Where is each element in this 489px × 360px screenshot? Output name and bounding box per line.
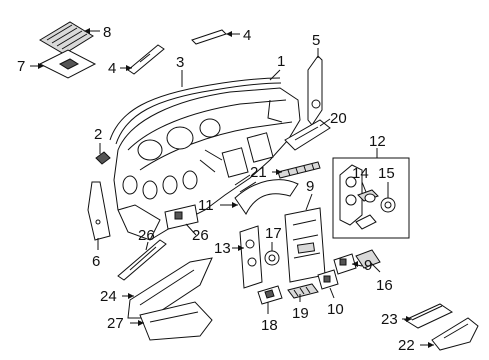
callout-18: 17	[265, 225, 282, 242]
callout-3: 3	[176, 54, 184, 71]
callout-17: 16	[376, 277, 393, 294]
part-13-bezel	[339, 164, 377, 230]
parts-artwork	[38, 21, 479, 351]
callout-9: 9	[306, 178, 314, 195]
leader-lines	[30, 28, 434, 348]
callout-28: 27	[107, 315, 124, 332]
callout-10: 9	[364, 257, 372, 274]
part-13-group-box	[332, 157, 410, 239]
part-26-rail	[117, 239, 167, 281]
part-18-knob	[264, 250, 280, 266]
callout-26: 26	[138, 227, 155, 244]
part-6-side-cover	[87, 181, 111, 241]
part-24-tray	[403, 303, 454, 329]
callout-20: 19	[292, 305, 309, 322]
part-12-bezel	[234, 179, 299, 215]
callout-19: 18	[261, 317, 278, 334]
part-4-left-bracket	[127, 44, 165, 75]
part-14-bezel	[239, 225, 263, 289]
callout-25: 24	[100, 288, 117, 305]
part-19-switch	[257, 285, 283, 305]
part-16-knob	[380, 197, 396, 213]
part-27-bracket	[164, 204, 199, 230]
part-20-grille	[287, 283, 319, 299]
callout-1: 1	[277, 53, 285, 70]
part-23-box	[431, 317, 479, 351]
part-2-clip	[95, 151, 111, 165]
callout-12: 11	[198, 197, 214, 214]
part-22-strip	[277, 161, 321, 179]
callout-13: 12	[369, 133, 386, 150]
callout-21: 20	[330, 110, 347, 127]
callout-14: 13	[214, 240, 231, 257]
part-25-glove-box	[127, 257, 213, 319]
part-5-side-cover	[307, 55, 323, 126]
part-11-switch	[317, 269, 339, 290]
part-15-knob	[357, 189, 379, 203]
part-8-grille	[39, 21, 94, 55]
callout-2: 2	[94, 126, 102, 143]
part-1-instrument-panel	[113, 87, 301, 241]
callout-23: 22	[398, 337, 415, 354]
part-21-panel	[284, 119, 331, 151]
callout-16: 15	[378, 165, 395, 182]
part-7-plate	[38, 49, 97, 79]
callout-11: 10	[327, 301, 344, 318]
callout-15: 14	[352, 165, 369, 182]
part-9-center-stack	[284, 207, 326, 283]
callout-27: 26	[192, 227, 209, 244]
callout-7: 7	[17, 58, 25, 75]
callout-4-left: 4	[108, 60, 116, 77]
callout-5: 5	[312, 32, 320, 49]
callout-4-right: 4	[243, 27, 251, 44]
part-4-right-bracket	[191, 29, 227, 45]
callout-8: 8	[103, 24, 111, 41]
part-3-defroster-strip	[109, 77, 282, 145]
callout-labels: 8 7 4 4 3 1 2 6 5 20 21 12 14 15 9 11 26…	[17, 24, 415, 354]
part-10-switch	[333, 253, 357, 275]
callout-6: 6	[92, 253, 100, 270]
callout-24: 23	[381, 311, 398, 328]
part-17-vent	[355, 249, 381, 269]
callout-22: 21	[250, 164, 267, 181]
part-28-bin	[139, 301, 213, 341]
